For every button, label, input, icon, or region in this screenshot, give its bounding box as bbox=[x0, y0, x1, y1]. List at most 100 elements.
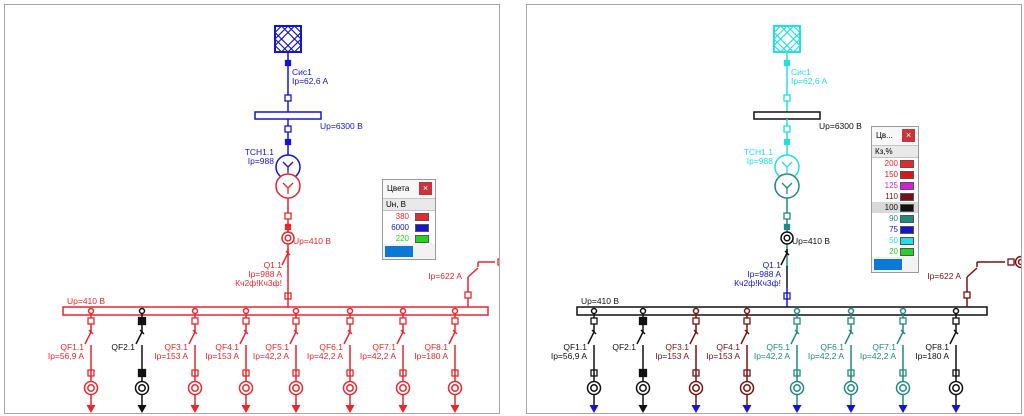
feeder-qf4-1[interactable]: QF4.1Ip=153 A bbox=[205, 307, 254, 413]
feeder-switch[interactable] bbox=[949, 328, 959, 367]
legend-color-swatch[interactable] bbox=[900, 182, 914, 190]
legend-row[interactable]: 125 bbox=[872, 180, 918, 191]
feeder-load[interactable] bbox=[83, 380, 99, 413]
legend-color-swatch[interactable] bbox=[900, 226, 914, 234]
legend-color-swatch[interactable] bbox=[415, 224, 429, 232]
feeder-qf8-1[interactable]: QF8.1Ip=180 A bbox=[915, 307, 964, 413]
transformer[interactable] bbox=[774, 154, 800, 199]
feeder-switch[interactable] bbox=[587, 328, 597, 367]
legend-color-swatch[interactable] bbox=[900, 248, 914, 256]
legend-row[interactable]: 380 bbox=[383, 211, 435, 222]
feeder-name: QF4.1 bbox=[215, 342, 239, 352]
feeder-switch[interactable] bbox=[84, 328, 94, 367]
legend-header[interactable]: Цвета × bbox=[383, 180, 435, 198]
feeder-switch[interactable] bbox=[790, 328, 800, 367]
legend-row[interactable]: 110 bbox=[872, 191, 918, 202]
legend-row[interactable]: 200 bbox=[872, 158, 918, 169]
feeder-qf3-1[interactable]: QF3.1Ip=153 A bbox=[655, 307, 704, 413]
legend-color-swatch[interactable] bbox=[900, 204, 914, 212]
feeder-qf2-1[interactable]: QF2.1 bbox=[612, 307, 651, 413]
legend-color-swatch[interactable] bbox=[900, 171, 914, 179]
feeder-load[interactable] bbox=[288, 380, 304, 413]
feeder-load[interactable] bbox=[739, 380, 755, 413]
legend-row[interactable]: 220 bbox=[383, 233, 435, 244]
feeder-switch[interactable] bbox=[689, 328, 699, 367]
legend-row[interactable]: 75 bbox=[872, 224, 918, 235]
feeder-load[interactable] bbox=[635, 380, 651, 413]
legend-row[interactable]: 100 bbox=[872, 202, 918, 213]
feeder-load[interactable] bbox=[948, 380, 964, 413]
feeder-switch[interactable] bbox=[239, 328, 249, 367]
legend-selected-swatch[interactable] bbox=[385, 246, 413, 257]
feeder-qf2-1[interactable]: QF2.1 bbox=[111, 307, 150, 413]
feeder-load[interactable] bbox=[843, 380, 859, 413]
q-name: Q1.1 bbox=[264, 260, 283, 270]
feeder-qf5-1[interactable]: QF5.1Ip=42,2 A bbox=[754, 307, 805, 413]
lv-busbar[interactable] bbox=[576, 306, 988, 316]
feeder-load[interactable] bbox=[688, 380, 704, 413]
feeder-qf6-1[interactable]: QF6.1Ip=42,2 A bbox=[808, 307, 859, 413]
legend-row[interactable]: 90 bbox=[872, 213, 918, 224]
feeder-qf6-1[interactable]: QF6.1Ip=42,2 A bbox=[307, 307, 358, 413]
feeder-load[interactable] bbox=[447, 380, 463, 413]
lv-busbar[interactable] bbox=[62, 306, 489, 316]
legend-color-swatch[interactable] bbox=[900, 237, 914, 245]
terminal-square bbox=[284, 212, 292, 220]
transformer[interactable] bbox=[275, 154, 301, 199]
feeder-qf7-1[interactable]: QF7.1Ip=42,2 A bbox=[360, 307, 411, 413]
feeder-switch[interactable] bbox=[636, 328, 646, 367]
legend-row[interactable]: 50 bbox=[872, 235, 918, 246]
legend-row[interactable]: 6000 bbox=[383, 222, 435, 233]
feeder-qf1-1[interactable]: QF1.1Ip=56,9 A bbox=[551, 307, 602, 413]
feeder-load[interactable] bbox=[187, 380, 203, 413]
legend-color-swatch[interactable] bbox=[415, 235, 429, 243]
feeder-load[interactable] bbox=[586, 380, 602, 413]
feeder-qf8-1[interactable]: QF8.1Ip=180 A bbox=[414, 307, 463, 413]
hv-busbar[interactable] bbox=[254, 111, 322, 120]
feeder-qf5-1[interactable]: QF5.1Ip=42,2 A bbox=[253, 307, 304, 413]
feeder-load[interactable] bbox=[238, 380, 254, 413]
legend-color-swatch[interactable] bbox=[900, 160, 914, 168]
feeder-switch[interactable] bbox=[135, 328, 145, 367]
legend-selected-swatch[interactable] bbox=[874, 259, 902, 270]
legend-header[interactable]: Цв... × bbox=[872, 127, 918, 145]
feeder-switch[interactable] bbox=[896, 328, 906, 367]
feeder-switch[interactable] bbox=[740, 328, 750, 367]
feeder-switch[interactable] bbox=[188, 328, 198, 367]
feeder-qf1-1[interactable]: QF1.1Ip=56,9 A bbox=[48, 307, 99, 413]
q-main-switch[interactable] bbox=[780, 249, 790, 288]
feeder-switch[interactable] bbox=[448, 328, 458, 367]
arrow-head-icon bbox=[86, 404, 96, 413]
legend-color-swatch[interactable] bbox=[415, 213, 429, 221]
feeder-switch[interactable] bbox=[289, 328, 299, 367]
hv-busbar[interactable] bbox=[753, 111, 821, 120]
feeder-load[interactable] bbox=[395, 380, 411, 413]
feeder-qf7-1[interactable]: QF7.1Ip=42,2 A bbox=[860, 307, 911, 413]
legend-row[interactable]: 150 bbox=[872, 169, 918, 180]
system-source[interactable] bbox=[274, 25, 302, 53]
legend-color-swatch[interactable] bbox=[900, 193, 914, 201]
terminal-square bbox=[292, 317, 300, 325]
feeder-load[interactable] bbox=[134, 380, 150, 413]
q-main-switch[interactable] bbox=[281, 249, 291, 288]
feeder-load[interactable] bbox=[342, 380, 358, 413]
legend-color-swatch[interactable] bbox=[900, 215, 914, 223]
feeder-load[interactable] bbox=[789, 380, 805, 413]
feeder-switch[interactable] bbox=[844, 328, 854, 367]
feeder-switch[interactable] bbox=[396, 328, 406, 367]
switch-mark bbox=[591, 329, 597, 335]
system-source[interactable] bbox=[773, 25, 801, 53]
feeder-qf3-1[interactable]: QF3.1Ip=153 A bbox=[154, 307, 203, 413]
close-icon[interactable]: × bbox=[902, 129, 915, 142]
feeder-switch[interactable] bbox=[343, 328, 353, 367]
legend-row[interactable]: 20 bbox=[872, 246, 918, 257]
feeder-load[interactable] bbox=[895, 380, 911, 413]
close-icon[interactable]: × bbox=[419, 182, 432, 195]
feeder-qf4-1[interactable]: QF4.1Ip=153 A bbox=[706, 307, 755, 413]
